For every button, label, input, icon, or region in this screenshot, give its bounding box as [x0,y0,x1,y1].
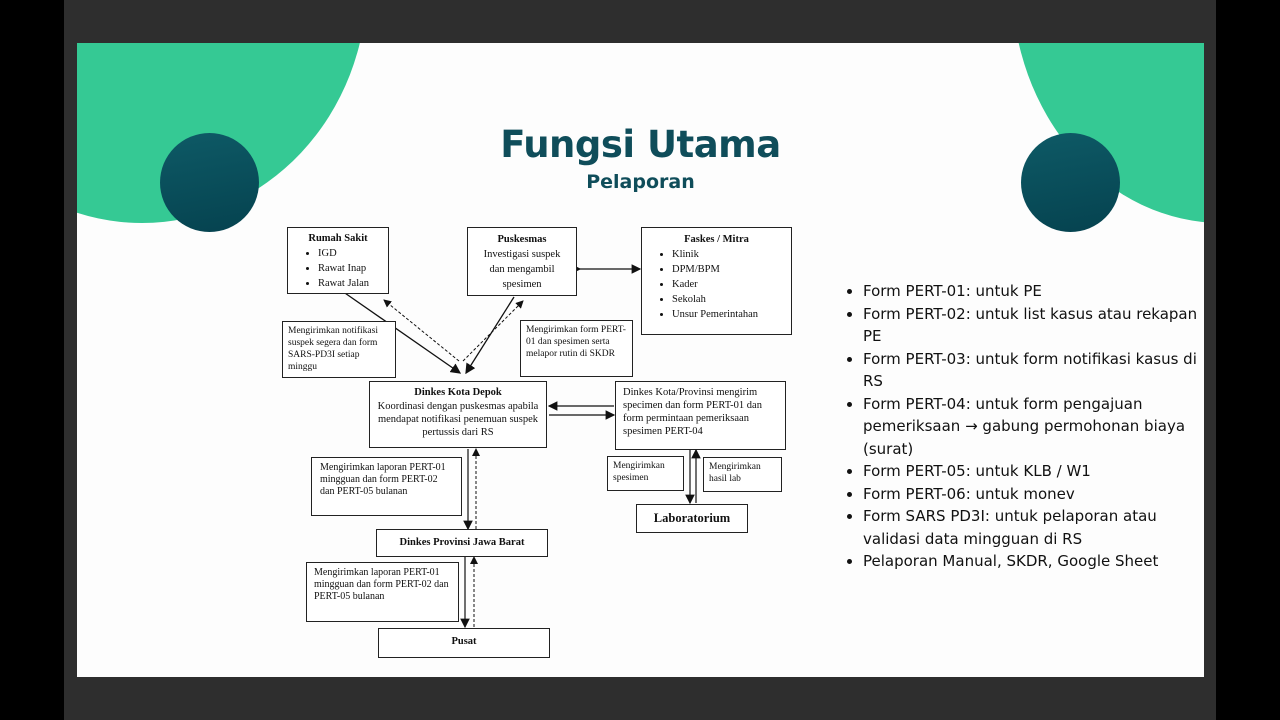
laboratorium-label: Laboratorium [653,511,731,525]
slide-title: Fungsi Utama [500,123,781,166]
faskes-list: Klinik DPM/BPM Kader Sekolah Unsur Pemer… [642,247,791,322]
list-item: Form PERT-01: untuk PE [863,280,1204,303]
arrow-depok-to-rs [383,299,460,362]
note-rs-notifikasi: Mengirimkan notifikasi suspek segera dan… [282,321,396,378]
arrow-depok-to-pkm [462,300,524,362]
box-pusat: Pusat [378,628,550,658]
note-depok-ke-provinsi: Mengirimkan laporan PERT-01 mingguan dan… [311,457,462,516]
dinkes-jabar-label: Dinkes Provinsi Jawa Barat [399,537,525,548]
list-item: Form SARS PD3I: untuk pelaporan atau val… [863,505,1204,550]
list-item: Form PERT-02: untuk list kasus atau reka… [863,303,1204,348]
list-item: Unsur Pemerintahan [672,307,791,322]
note-mengirimkan-hasil-lab: Mengirimkan hasil lab [703,457,782,492]
rumah-sakit-list: IGD Rawat Inap Rawat Jalan [288,246,388,291]
list-item: Sekolah [672,292,791,307]
pusat-label: Pusat [451,636,477,647]
rumah-sakit-title: Rumah Sakit [308,233,368,244]
decorative-teal-circle-right [1021,133,1120,232]
list-item: Form PERT-06: untuk monev [863,483,1204,506]
list-item: Klinik [672,247,791,262]
box-dinkes-provinsi-jabar: Dinkes Provinsi Jawa Barat [376,529,548,557]
dinkes-depok-text: Koordinasi dengan puskesmas apabila mend… [377,401,539,438]
list-item: Form PERT-04: untuk form pengajuan pemer… [863,393,1204,461]
box-rumah-sakit: Rumah Sakit IGD Rawat Inap Rawat Jalan [287,227,389,294]
note-provinsi-ke-pusat: Mengirimkan laporan PERT-01 mingguan dan… [306,562,459,622]
dinkes-kirim-text: Dinkes Kota/Provinsi mengirim specimen d… [623,387,762,437]
list-item: Pelaporan Manual, SKDR, Google Sheet [863,550,1204,573]
list-item: DPM/BPM [672,262,791,277]
arrow-rs-to-depok [341,290,462,374]
list-item: Rawat Inap [318,261,388,276]
box-dinkes-kirim-spesimen: Dinkes Kota/Provinsi mengirim specimen d… [615,381,786,450]
list-item: Rawat Jalan [318,276,388,291]
box-dinkes-kota-depok: Dinkes Kota Depok Koordinasi dengan pusk… [369,381,547,448]
list-item: Form PERT-03: untuk form notifikasi kasu… [863,348,1204,393]
note-mengirimkan-spesimen: Mengirimkan spesimen [607,456,684,491]
box-faskes-mitra: Faskes / Mitra Klinik DPM/BPM Kader Seko… [641,227,792,335]
reporting-flow-diagram: Rumah Sakit IGD Rawat Inap Rawat Jalan P… [77,43,1204,677]
box-puskesmas: Puskesmas Investigasi suspek dan mengamb… [467,227,577,296]
faskes-title: Faskes / Mitra [684,234,749,245]
dinkes-depok-title: Dinkes Kota Depok [414,387,502,398]
decorative-teal-circle-left [160,133,259,232]
slide-subtitle: Pelaporan [586,171,695,193]
list-item: IGD [318,246,388,261]
slide: Fungsi Utama Pelaporan [77,43,1204,677]
puskesmas-title: Puskesmas [497,234,547,245]
form-list: Form PERT-01: untuk PE Form PERT-02: unt… [847,280,1204,573]
arrow-pkm-to-depok [465,296,515,375]
list-item: Kader [672,277,791,292]
diagram-arrows [341,264,701,629]
list-item: Form PERT-05: untuk KLB / W1 [863,460,1204,483]
puskesmas-text: Investigasi suspek dan mengambil spesime… [483,249,561,290]
note-pkm-pert01: Mengirimkan form PERT-01 dan spesimen se… [520,320,633,377]
box-laboratorium: Laboratorium [636,504,748,533]
